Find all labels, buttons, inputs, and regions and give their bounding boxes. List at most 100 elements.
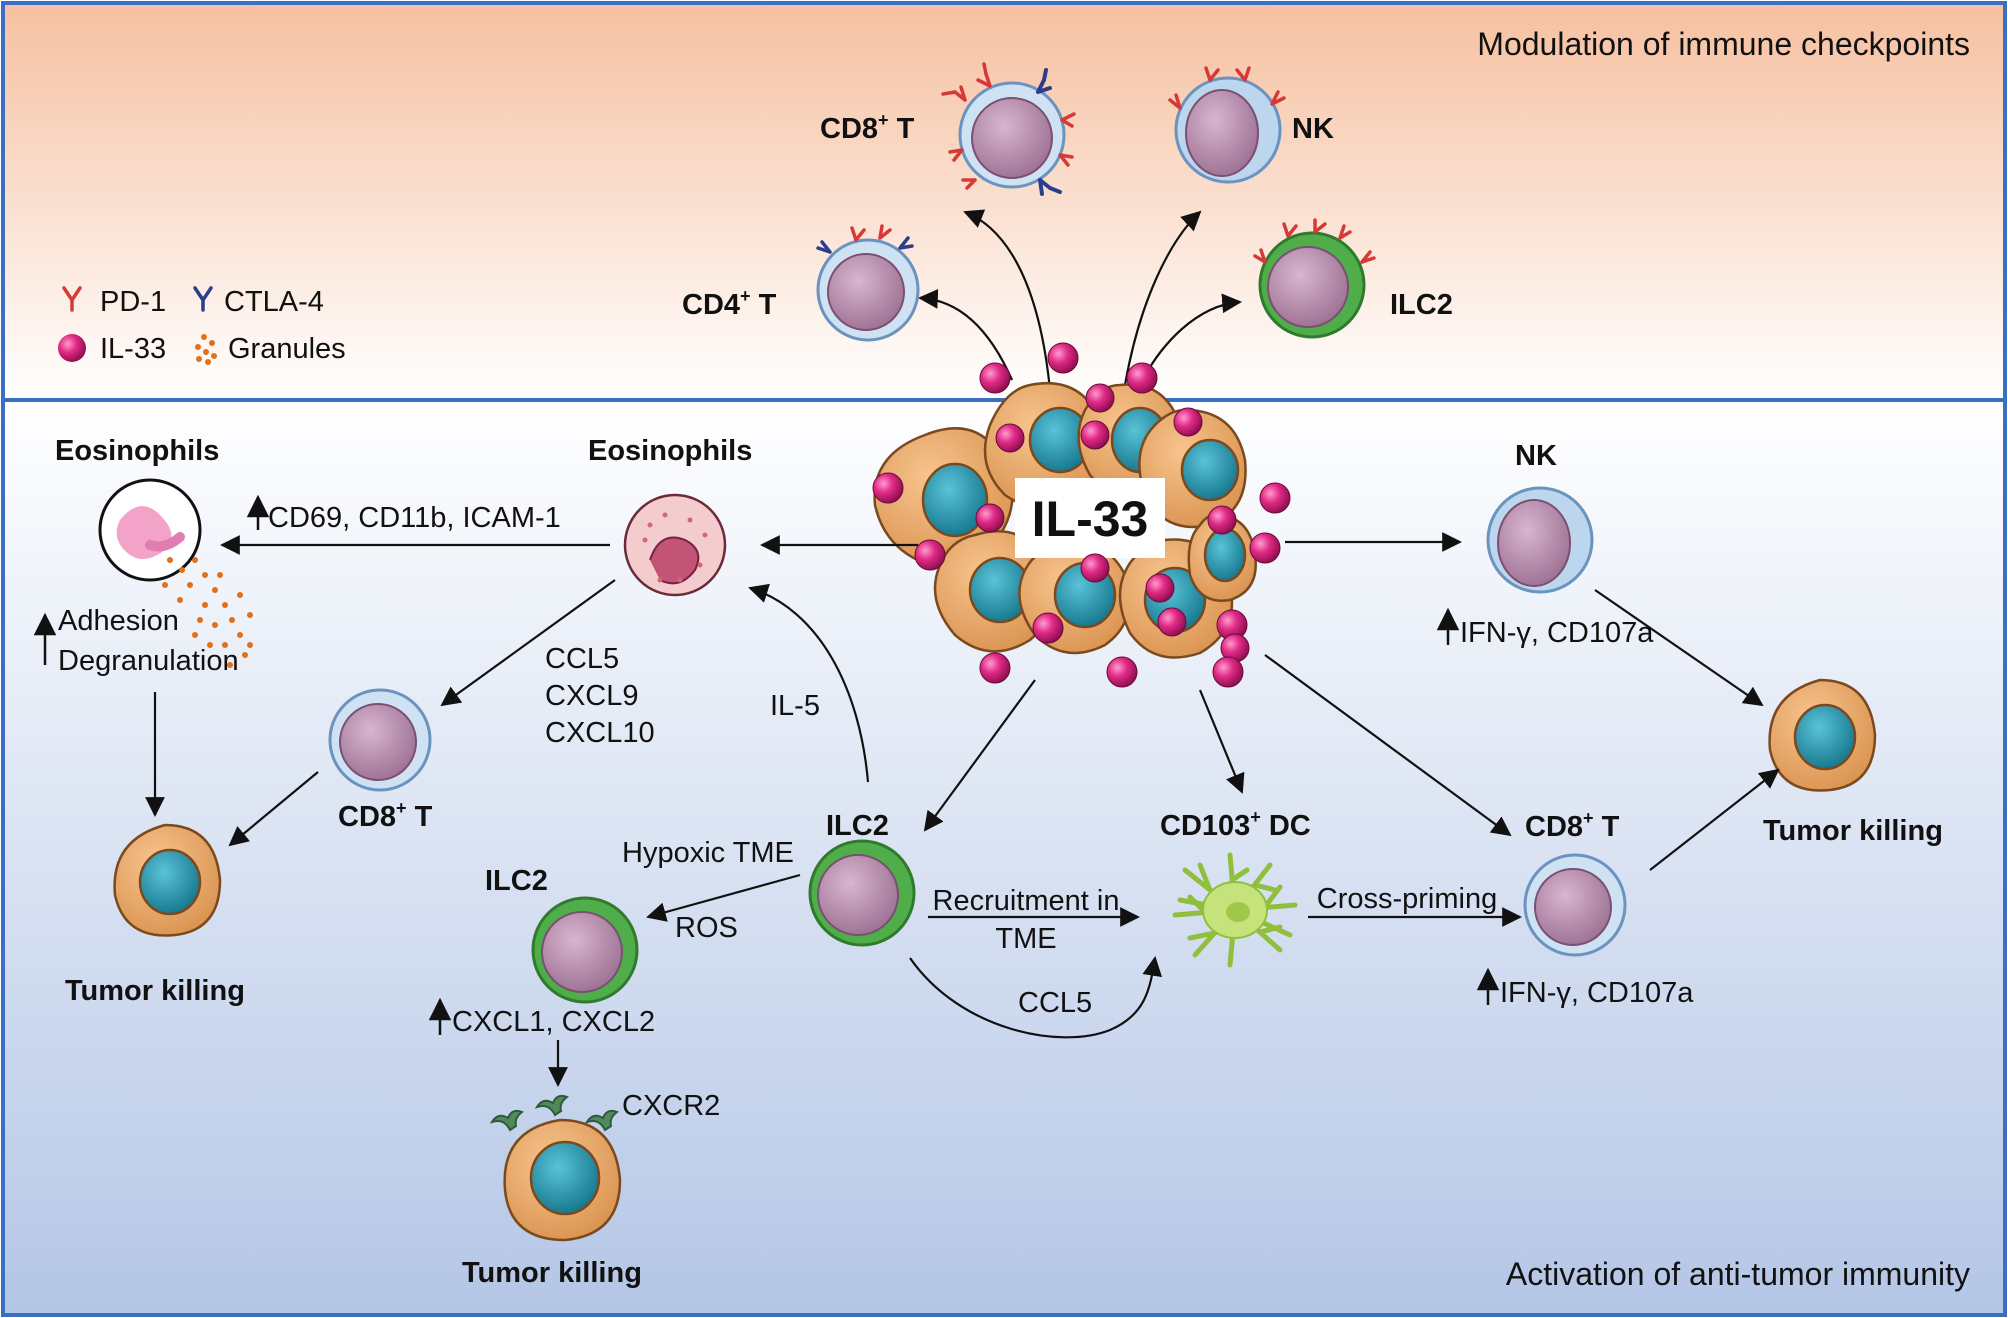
bottom-panel-title: Activation of anti-tumor immunity: [1506, 1256, 1970, 1292]
cd8-t-cell-left: [328, 688, 432, 792]
tumor-cell: [1187, 513, 1257, 602]
legend-granules-icon: [195, 334, 217, 365]
recruit-label-2: TME: [995, 923, 1056, 955]
tumor-cell-killed-3: [1768, 678, 1877, 792]
il33-ball: [1080, 553, 1110, 583]
cxcl10-label: CXCL10: [545, 717, 655, 749]
tumor-killing-label-2: Tumor killing: [462, 1257, 642, 1289]
ifn-nk-label: IFN-γ, CD107a: [1460, 617, 1654, 649]
tumor-cell-killed-1: [113, 823, 222, 937]
cd8-t-label-top: CD8+ T: [820, 110, 915, 145]
eosinophil-left: [98, 478, 253, 668]
legend-ctla4-icon: [193, 286, 213, 312]
il33-ball: [995, 423, 1025, 453]
cd8-t-cell-top: [941, 62, 1076, 196]
eosinophils-mid-label: Eosinophils: [588, 435, 752, 467]
il33-ball: [979, 362, 1011, 394]
markers-eos-label: CD69, CD11b, ICAM-1: [268, 502, 561, 534]
il5-label: IL-5: [770, 690, 820, 722]
cxcr2-receptor-icon: [534, 1094, 570, 1117]
ilc2-cell-small: [531, 896, 639, 1004]
ilc2-small-label: ILC2: [485, 865, 548, 897]
arrow-cd8-to-tumor-3: [1649, 768, 1780, 871]
eosinophils-left-label: Eosinophils: [55, 435, 219, 467]
ilc2-label-top: ILC2: [1390, 289, 1453, 321]
il33-ball: [1249, 532, 1281, 564]
legend-il33-label: IL-33: [100, 333, 166, 365]
legend-il33-icon: [58, 334, 86, 362]
adhesion-label: Adhesion: [58, 605, 179, 637]
arrow-center-to-cd8-right: [1264, 654, 1512, 837]
il33-ball: [1032, 612, 1064, 644]
cxcr2-receptor-icon: [584, 1109, 620, 1132]
granule-cloud: [162, 557, 253, 668]
cxcl12-label: CXCL1, CXCL2: [452, 1006, 655, 1038]
arrow-ilc2-il5-to-eos: [748, 583, 870, 783]
legend: PD-1 CTLA-4 IL-33 Granules: [58, 286, 346, 365]
nk-right-label: NK: [1515, 440, 1557, 472]
arrow-ilc2-to-ilc2-small: [646, 873, 801, 922]
arrow-center-to-ilc2: [923, 679, 1036, 832]
cd8-t-label-left: CD8+ T: [338, 798, 433, 833]
nk-label-top: NK: [1292, 113, 1334, 145]
cd4-t-label: CD4+ T: [682, 286, 777, 321]
ros-label: ROS: [675, 912, 738, 944]
ilc2-cell-top: [1253, 218, 1376, 339]
il33-ball: [1106, 656, 1138, 688]
legend-ctla4-label: CTLA-4: [224, 286, 324, 318]
ilc2-center-label: ILC2: [826, 810, 889, 842]
cd8-right-label: CD8+ T: [1525, 808, 1620, 843]
il33-ball: [1157, 607, 1187, 637]
tumor-cell: [983, 381, 1106, 509]
il33-ball: [1212, 656, 1244, 688]
tumor-killing-label-1: Tumor killing: [65, 975, 245, 1007]
arrow-nk-to-tumor: [1594, 589, 1764, 707]
ilc2-cell-center: [808, 839, 916, 947]
eosinophil-mid: [623, 493, 727, 597]
tumor-cell: [1138, 408, 1247, 529]
il33-ball: [1080, 420, 1110, 450]
legend-pd1-label: PD-1: [100, 286, 166, 318]
il33-center-box: [1015, 478, 1165, 558]
il33-ball: [1259, 482, 1291, 514]
arrow-center-to-dc: [1198, 689, 1245, 794]
tumor-killing-label-3: Tumor killing: [1763, 815, 1943, 847]
top-panel: [1, 1, 2007, 402]
ccl5-label: CCL5: [545, 643, 619, 675]
ccl5-b-label: CCL5: [1018, 987, 1092, 1019]
cxcl9-label: CXCL9: [545, 680, 639, 712]
cxcr2-receptor-icon: [489, 1109, 525, 1132]
cd8-t-cell-right: [1523, 853, 1627, 957]
il33-ball: [975, 503, 1005, 533]
hypoxic-label: Hypoxic TME: [622, 837, 794, 869]
legend-granules-label: Granules: [228, 333, 346, 365]
cd103-dc-label: CD103+ DC: [1160, 807, 1311, 842]
il33-ball: [1085, 383, 1115, 413]
cd4-t-cell: [816, 224, 920, 342]
il33-ball: [979, 652, 1011, 684]
cd103-dendritic-cell: [1172, 852, 1298, 968]
il33-ball: [1173, 407, 1203, 437]
il33-ball: [1126, 362, 1158, 394]
degranulation-label: Degranulation: [58, 645, 239, 677]
ifn-cd8-label: IFN-γ, CD107a: [1500, 977, 1694, 1009]
il33-ball: [872, 472, 904, 504]
nk-cell-top: [1168, 66, 1286, 184]
nk-cell-right: [1486, 486, 1594, 594]
il33-ball: [914, 539, 946, 571]
il33-ball: [1047, 342, 1079, 374]
cross-priming-label: Cross-priming: [1317, 883, 1497, 915]
recruit-label-1: Recruitment in: [933, 885, 1120, 917]
il33-particles: [872, 342, 1291, 688]
arrow-cd8-to-tumor-1: [228, 771, 319, 847]
arrow-eos-to-cd8: [440, 579, 616, 707]
tumor-cell-cxcr2: [489, 1094, 622, 1242]
il33-center-label: IL-33: [1032, 491, 1149, 547]
cxcr2-label: CXCR2: [622, 1090, 720, 1122]
top-panel-title: Modulation of immune checkpoints: [1477, 26, 1970, 62]
legend-pd1-icon: [62, 286, 82, 312]
il33-ball: [1145, 573, 1175, 603]
arrow-ilc2-ccl5-to-dc: [909, 956, 1163, 1039]
il33-ball: [1207, 505, 1237, 535]
